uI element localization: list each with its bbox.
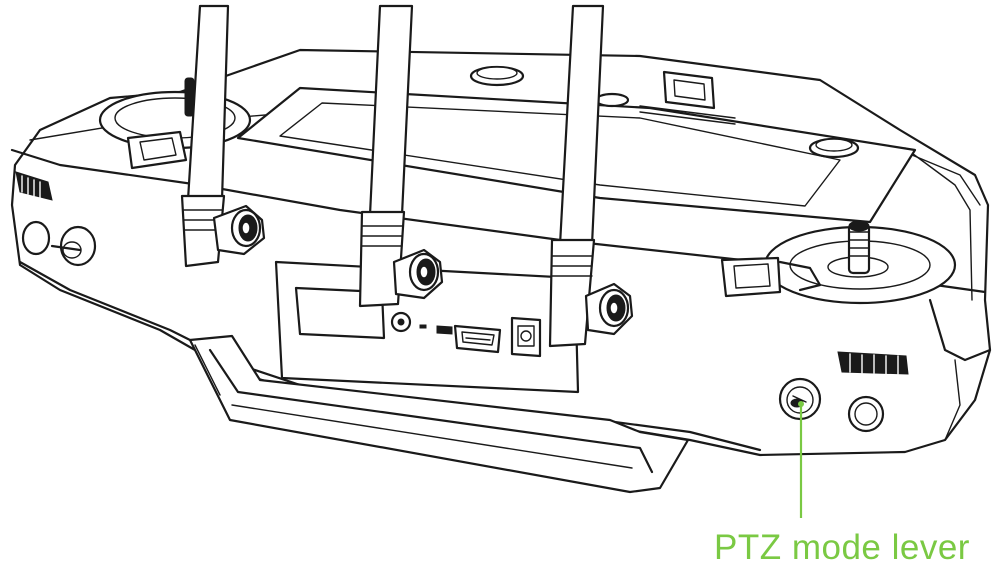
ptz-mode-lever-label: PTZ mode lever <box>714 528 970 567</box>
callout-anchor-dot <box>798 401 804 407</box>
top-buttons <box>469 65 860 159</box>
side-dials <box>15 171 909 375</box>
antenna-left <box>180 4 266 268</box>
antenna-center <box>358 4 444 308</box>
left-front-controls <box>21 220 97 267</box>
right-stick-well <box>763 220 957 305</box>
strap-loops <box>126 70 822 298</box>
bottom-stand <box>188 334 690 494</box>
antenna-right <box>548 4 634 348</box>
right-front-controls <box>778 377 885 433</box>
